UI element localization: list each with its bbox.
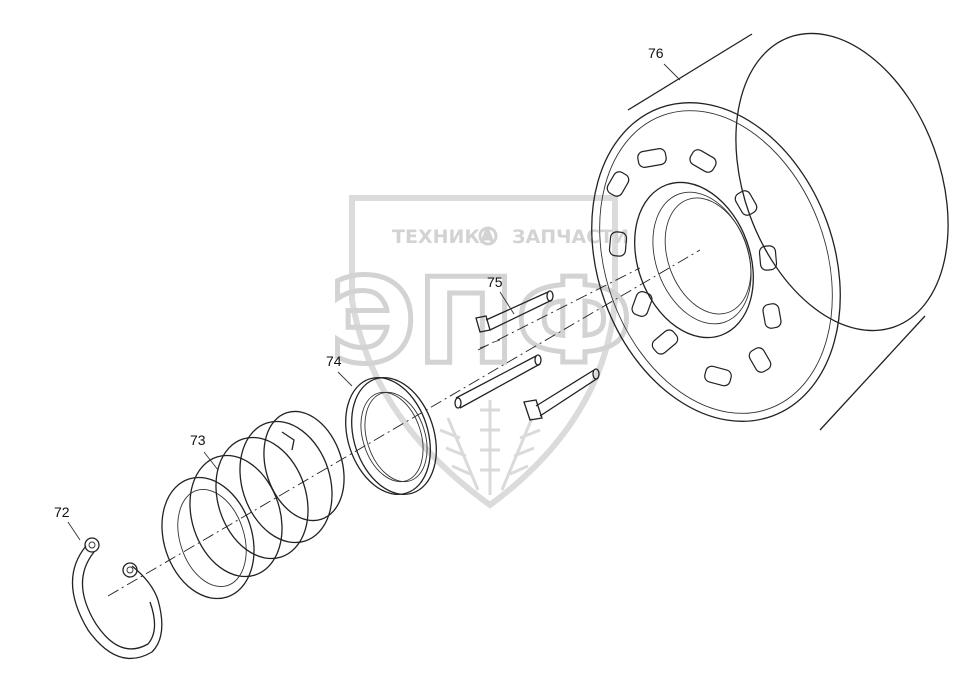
callout-73: 73: [190, 432, 219, 471]
callout-label-75: 75: [487, 274, 503, 290]
pin-upper: [475, 290, 554, 333]
washer: [345, 376, 437, 496]
assembly-axis: [107, 249, 701, 597]
callout-label-76: 76: [648, 45, 664, 61]
watermark-text-right: ЗАПЧАСТИ: [512, 226, 629, 248]
watermark: ТЕХНИКА ЗАПЧАСТИ ЭПФ: [328, 195, 635, 509]
callout-label-73: 73: [190, 432, 206, 448]
retaining-ring: [71, 537, 163, 660]
callout-72: 72: [54, 504, 81, 541]
callout-75: 75: [487, 274, 515, 315]
watermark-big-text: ЭПФ: [330, 252, 632, 390]
callout-74: 74: [326, 353, 353, 387]
callout-label-72: 72: [54, 504, 70, 520]
cylinder-block: [591, 32, 949, 431]
callout-label-74: 74: [326, 353, 342, 369]
watermark-wheat: [439, 400, 541, 495]
pin-middle: [454, 354, 542, 409]
pins: [454, 290, 600, 421]
watermark-text-left: ТЕХНИКА: [392, 226, 495, 248]
pin-lower: [523, 368, 600, 421]
spring: [161, 410, 345, 600]
callout-76: 76: [648, 45, 681, 81]
watermark-shield: [349, 195, 618, 509]
cylinder-ports: [606, 148, 782, 387]
gear-icon: [478, 226, 498, 246]
